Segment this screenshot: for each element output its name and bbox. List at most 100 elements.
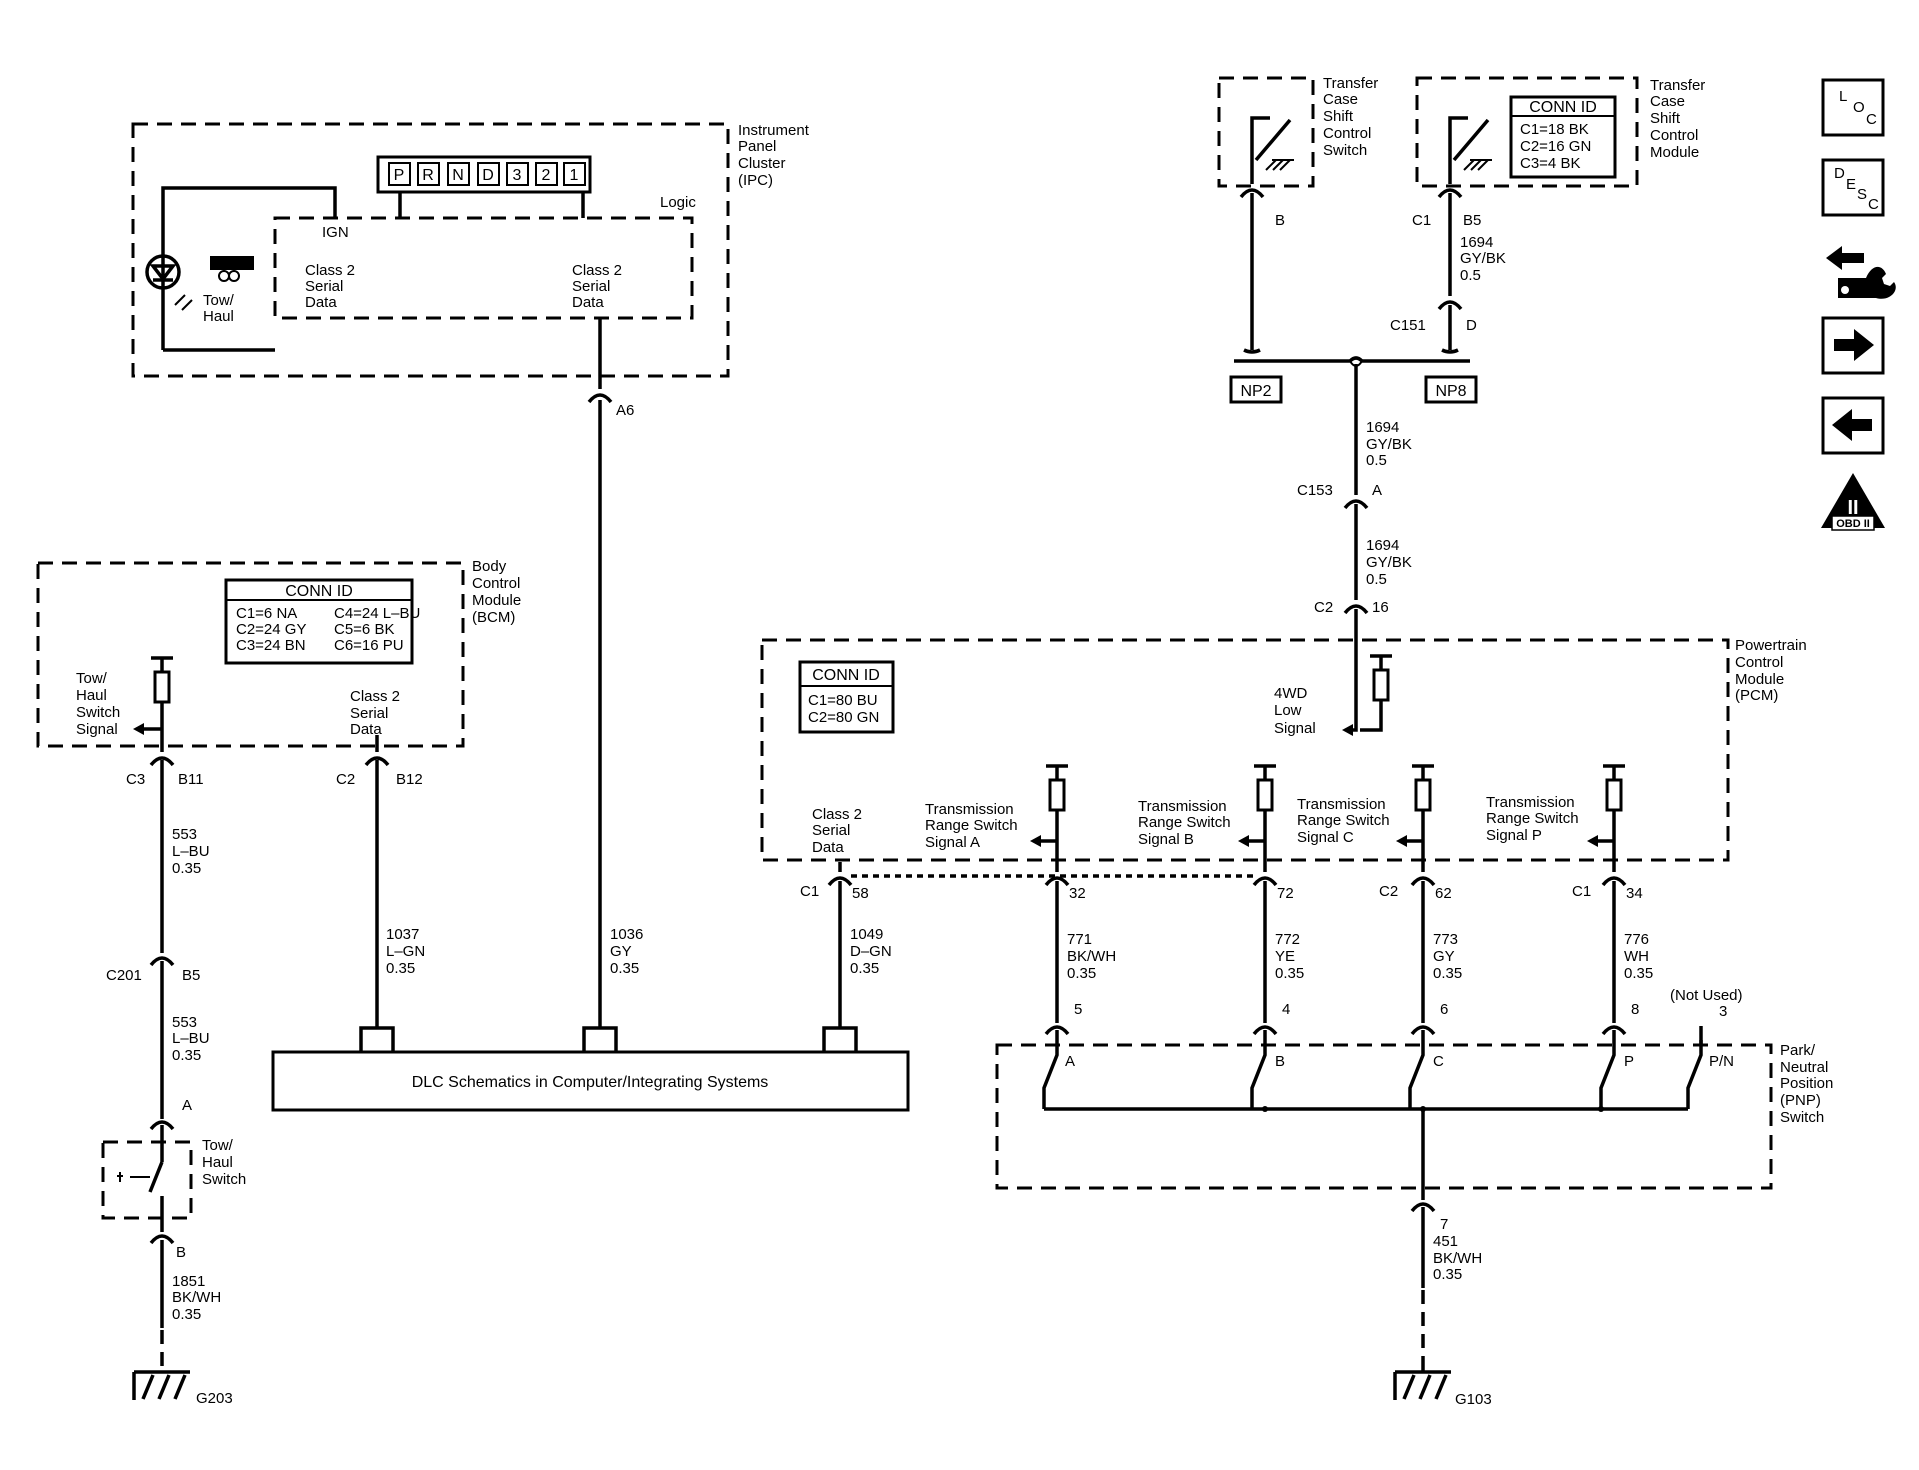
svg-text:(Not Used): (Not Used) [1670, 987, 1743, 1004]
svg-text:Tow/: Tow/ [202, 1137, 234, 1154]
svg-text:Class 2: Class 2 [350, 688, 400, 705]
svg-text:0.5: 0.5 [1366, 571, 1387, 588]
svg-text:D: D [1834, 165, 1845, 182]
svg-text:C5=6 BK: C5=6 BK [334, 621, 394, 638]
description-button[interactable]: D E S C [1821, 158, 1885, 217]
svg-text:3: 3 [1719, 1003, 1727, 1020]
svg-text:P: P [394, 167, 405, 184]
svg-text:0.35: 0.35 [172, 1306, 201, 1323]
svg-text:A: A [182, 1097, 192, 1114]
svg-text:Transfer: Transfer [1323, 75, 1378, 92]
svg-text:Module: Module [472, 592, 521, 609]
svg-text:Data: Data [350, 721, 382, 738]
svg-text:D: D [1466, 317, 1477, 334]
svg-text:Park/: Park/ [1780, 1042, 1816, 1059]
svg-text:32: 32 [1069, 885, 1086, 902]
svg-text:(IPC): (IPC) [738, 172, 773, 189]
svg-text:0.5: 0.5 [1366, 452, 1387, 469]
svg-text:D: D [482, 167, 494, 184]
svg-text:E: E [1846, 176, 1856, 193]
svg-text:0.35: 0.35 [1624, 965, 1653, 982]
svg-text:C3=4 BK: C3=4 BK [1520, 155, 1580, 172]
svg-text:C201: C201 [106, 967, 142, 984]
svg-text:Range Switch: Range Switch [1138, 814, 1231, 831]
svg-text:YE: YE [1275, 948, 1295, 965]
svg-text:Shift: Shift [1323, 108, 1354, 125]
svg-text:A6: A6 [616, 402, 634, 419]
svg-text:C1: C1 [1572, 883, 1591, 900]
svg-text:Transmission: Transmission [1297, 796, 1386, 813]
svg-text:BK/WH: BK/WH [172, 1289, 221, 1306]
svg-text:P: P [1624, 1053, 1634, 1070]
svg-text:1036: 1036 [610, 926, 643, 943]
svg-text:C2=80 GN: C2=80 GN [808, 709, 879, 726]
svg-text:C1: C1 [800, 883, 819, 900]
svg-text:C3=24 BN: C3=24 BN [236, 637, 306, 654]
svg-text:C6=16 PU: C6=16 PU [334, 637, 404, 654]
ground-g103-icon [1393, 1370, 1451, 1400]
svg-text:C2=24 GY: C2=24 GY [236, 621, 306, 638]
svg-text:Serial: Serial [350, 705, 388, 722]
svg-text:Transmission: Transmission [1486, 794, 1575, 811]
svg-text:C2: C2 [1379, 883, 1398, 900]
svg-text:GY/BK: GY/BK [1366, 554, 1412, 571]
svg-text:0.35: 0.35 [172, 1047, 201, 1064]
svg-text:0.35: 0.35 [1433, 965, 1462, 982]
svg-text:72: 72 [1277, 885, 1294, 902]
svg-text:CONN ID: CONN ID [1529, 99, 1597, 116]
svg-text:L–BU: L–BU [172, 843, 210, 860]
svg-text:L–BU: L–BU [172, 1030, 210, 1047]
svg-text:B: B [1275, 212, 1285, 229]
pcm-module: CONN ID C1=80 BU C2=80 GN Powertrain Con… [760, 637, 1807, 872]
location-button[interactable]: L O C [1821, 78, 1885, 137]
svg-text:0.35: 0.35 [1275, 965, 1304, 982]
svg-text:0.35: 0.35 [1433, 1266, 1462, 1283]
transfer-case-module: CONN ID C1=18 BK C2=16 GN C3=4 BK Transf… [1415, 76, 1705, 188]
svg-text:1: 1 [570, 167, 579, 184]
svg-text:Position: Position [1780, 1075, 1833, 1092]
svg-text:3: 3 [513, 167, 522, 184]
svg-text:CONN ID: CONN ID [285, 583, 353, 600]
svg-text:Transmission: Transmission [925, 801, 1014, 818]
svg-text:Powertrain: Powertrain [1735, 637, 1807, 654]
svg-text:(PNP): (PNP) [1780, 1092, 1821, 1109]
svg-text:Serial: Serial [305, 278, 343, 295]
svg-text:Class 2: Class 2 [305, 262, 355, 279]
svg-text:IGN: IGN [322, 224, 349, 241]
svg-text:0.35: 0.35 [386, 960, 415, 977]
svg-text:Data: Data [812, 839, 844, 856]
svg-text:GY: GY [1433, 948, 1455, 965]
svg-text:OBD II: OBD II [1836, 518, 1870, 530]
diagnostic-tool-icon[interactable] [1826, 246, 1896, 299]
svg-text:0.35: 0.35 [850, 960, 879, 977]
ipc-module: P R N D 3 2 1 Instrument Panel Cluster (… [131, 122, 810, 378]
svg-text:Range Switch: Range Switch [1297, 812, 1390, 829]
svg-text:B11: B11 [178, 771, 204, 788]
svg-text:C2: C2 [336, 771, 355, 788]
next-page-button[interactable] [1821, 316, 1885, 375]
svg-text:Serial: Serial [572, 278, 610, 295]
svg-text:16: 16 [1372, 599, 1389, 616]
svg-text:B5: B5 [182, 967, 200, 984]
svg-text:58: 58 [852, 885, 869, 902]
svg-text:Signal A: Signal A [925, 834, 980, 851]
pnp-switch: A B C P P/N Park/ Neutral Position (PNP)… [995, 1030, 1833, 1200]
svg-text:L: L [1839, 88, 1847, 105]
dlc-box: DLC Schematics in Computer/Integrating S… [271, 1026, 910, 1112]
svg-text:Serial: Serial [812, 822, 850, 839]
previous-page-button[interactable] [1821, 396, 1885, 455]
svg-text:A: A [1065, 1053, 1075, 1070]
svg-text:Body: Body [472, 558, 507, 575]
svg-text:Low: Low [1274, 702, 1302, 719]
svg-text:Tow/: Tow/ [203, 292, 235, 309]
svg-text:BK/WH: BK/WH [1433, 1250, 1482, 1267]
svg-text:NP2: NP2 [1240, 383, 1271, 400]
svg-text:7: 7 [1440, 1216, 1448, 1233]
svg-text:Panel: Panel [738, 138, 776, 155]
obd-ii-icon[interactable]: II OBD II [1821, 473, 1885, 531]
svg-text:C153: C153 [1297, 482, 1333, 499]
svg-text:CONN ID: CONN ID [812, 667, 880, 684]
tow-haul-led-icon [145, 254, 254, 311]
svg-text:8: 8 [1631, 1001, 1639, 1018]
